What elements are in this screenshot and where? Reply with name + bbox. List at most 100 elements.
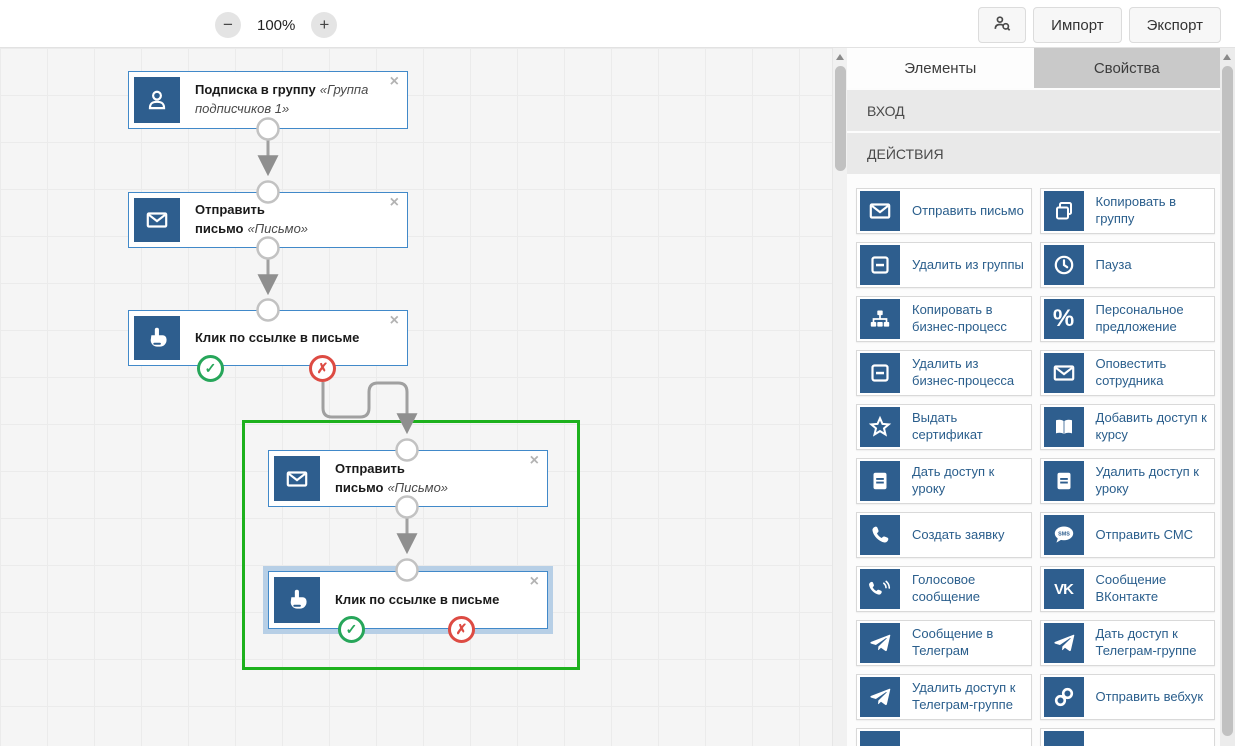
node-title: Клик по ссылке в письме <box>335 592 499 607</box>
action-item-voice[interactable]: Голосовое сообщение <box>856 566 1032 612</box>
close-icon[interactable]: × <box>390 194 399 212</box>
scrollbar-thumb[interactable] <box>1222 66 1233 736</box>
action-item-book-open[interactable]: Добавить доступ к курсу <box>1040 404 1216 450</box>
node-text: Подписка в группу«Группа подписчиков 1» <box>185 72 407 128</box>
tab-properties[interactable]: Свойства <box>1034 48 1221 88</box>
scroll-up-icon[interactable] <box>836 54 844 60</box>
panel-scrollbar[interactable] <box>1220 48 1235 746</box>
toolbar-actions: Импорт Экспорт <box>978 7 1221 43</box>
telegram-icon <box>1044 623 1084 663</box>
blank-icon <box>1044 731 1084 746</box>
user-icon <box>134 77 180 123</box>
action-item-label: Пауза <box>1087 257 1136 274</box>
action-item-blank[interactable] <box>1040 728 1216 746</box>
action-item-label: Удалить доступ к Телеграм-группе <box>903 680 1031 714</box>
action-item-label: Голосовое сообщение <box>903 572 1031 606</box>
zoom-out-button[interactable]: − <box>215 12 241 38</box>
close-icon[interactable]: × <box>390 312 399 330</box>
action-item-copy[interactable]: Копировать в группу <box>1040 188 1216 234</box>
action-item-label: Копировать в группу <box>1087 194 1215 228</box>
minus-square-icon <box>860 245 900 285</box>
action-item-minus-square[interactable]: Удалить из группы <box>856 242 1032 288</box>
click-icon <box>274 577 320 623</box>
zoom-in-button[interactable]: + <box>311 12 337 38</box>
action-item-label: Удалить доступ к уроку <box>1087 464 1215 498</box>
blank-icon <box>860 731 900 746</box>
flow-canvas[interactable]: Подписка в группу«Группа подписчиков 1» … <box>0 48 832 746</box>
action-item-blank[interactable] <box>856 728 1032 746</box>
section-input[interactable]: ВХОД <box>847 90 1220 131</box>
action-item-book[interactable]: Дать доступ к уроку <box>856 458 1032 504</box>
failure-branch-port[interactable]: ✗ <box>448 616 475 643</box>
node-text: Отправить письмо«Письмо» <box>185 193 407 247</box>
flow-node-send-email-2[interactable]: Отправить письмо«Письмо» × <box>268 450 548 507</box>
success-branch-port[interactable]: ✓ <box>338 616 365 643</box>
percent-icon: % <box>1044 299 1084 339</box>
scrollbar-thumb[interactable] <box>835 66 846 171</box>
mail-icon <box>134 198 180 242</box>
node-text: Отправить письмо«Письмо» <box>325 451 547 506</box>
close-icon[interactable]: × <box>530 573 539 591</box>
telegram-icon <box>860 677 900 717</box>
action-item-clock[interactable]: Пауза <box>1040 242 1216 288</box>
action-item-percent[interactable]: %Персональное предложение <box>1040 296 1216 342</box>
close-icon[interactable]: × <box>390 73 399 91</box>
action-item-telegram[interactable]: Удалить доступ к Телеграм-группе <box>856 674 1032 720</box>
action-item-label: Копировать в бизнес-процесс <box>903 302 1031 336</box>
minus-square-icon <box>860 353 900 393</box>
action-item-mail[interactable]: Оповестить сотрудника <box>1040 350 1216 396</box>
action-item-label: Добавить доступ к курсу <box>1087 410 1215 444</box>
clock-icon <box>1044 245 1084 285</box>
failure-branch-port[interactable]: ✗ <box>309 355 336 382</box>
sms-icon: SMS <box>1044 515 1084 555</box>
flow-node-link-click-2[interactable]: Клик по ссылке в письме × <box>268 571 548 629</box>
user-search-button[interactable] <box>978 7 1026 43</box>
vk-icon: VK <box>1044 569 1084 609</box>
close-icon[interactable]: × <box>530 452 539 470</box>
action-item-label: Отправить СМС <box>1087 527 1198 544</box>
voice-icon <box>860 569 900 609</box>
action-item-sitemap[interactable]: Копировать в бизнес-процесс <box>856 296 1032 342</box>
import-button[interactable]: Импорт <box>1033 7 1121 43</box>
action-item-telegram[interactable]: Сообщение в Телеграм <box>856 620 1032 666</box>
node-title: Клик по ссылке в письме <box>195 330 359 345</box>
action-item-book[interactable]: Удалить доступ к уроку <box>1040 458 1216 504</box>
user-search-icon <box>992 13 1012 37</box>
action-item-vk[interactable]: VKСообщение ВКонтакте <box>1040 566 1216 612</box>
click-icon <box>134 316 180 360</box>
toolbar: − 100% + Импорт Экспорт <box>0 0 1235 48</box>
action-item-label: Сообщение ВКонтакте <box>1087 572 1215 606</box>
canvas-scrollbar[interactable] <box>832 48 847 746</box>
node-subtitle: «Письмо» <box>247 221 308 236</box>
flow-node-link-click-1[interactable]: Клик по ссылке в письме × <box>128 310 408 366</box>
action-item-label: Отправить вебхук <box>1087 689 1208 706</box>
telegram-icon <box>860 623 900 663</box>
tab-elements[interactable]: Элементы <box>847 48 1034 88</box>
flow-node-send-email-1[interactable]: Отправить письмо«Письмо» × <box>128 192 408 248</box>
action-item-label: Удалить из группы <box>903 257 1028 274</box>
action-item-minus-square[interactable]: Удалить из бизнес-процесса <box>856 350 1032 396</box>
action-item-label: Оповестить сотрудника <box>1087 356 1215 390</box>
section-actions[interactable]: ДЕЙСТВИЯ <box>847 133 1220 174</box>
flow-node-subscribe-group[interactable]: Подписка в группу«Группа подписчиков 1» … <box>128 71 408 129</box>
action-item-star[interactable]: Выдать сертификат <box>856 404 1032 450</box>
action-item-label: Персональное предложение <box>1087 302 1215 336</box>
mail-icon <box>860 191 900 231</box>
action-item-mail[interactable]: Отправить письмо <box>856 188 1032 234</box>
copy-icon <box>1044 191 1084 231</box>
elements-panel: Элементы Свойства ВХОД ДЕЙСТВИЯ Отправит… <box>847 48 1220 746</box>
mail-icon <box>274 456 320 501</box>
success-branch-port[interactable]: ✓ <box>197 355 224 382</box>
action-item-label: Создать заявку <box>903 527 1009 544</box>
node-title: Подписка в группу <box>195 82 316 97</box>
action-item-sms[interactable]: SMSОтправить СМС <box>1040 512 1216 558</box>
phone-icon <box>860 515 900 555</box>
action-item-phone[interactable]: Создать заявку <box>856 512 1032 558</box>
action-item-label: Выдать сертификат <box>903 410 1031 444</box>
export-button[interactable]: Экспорт <box>1129 7 1221 43</box>
mail-icon <box>1044 353 1084 393</box>
action-item-webhook[interactable]: Отправить вебхук <box>1040 674 1216 720</box>
webhook-icon <box>1044 677 1084 717</box>
scroll-up-icon[interactable] <box>1223 54 1231 60</box>
action-item-telegram[interactable]: Дать доступ к Телеграм-группе <box>1040 620 1216 666</box>
